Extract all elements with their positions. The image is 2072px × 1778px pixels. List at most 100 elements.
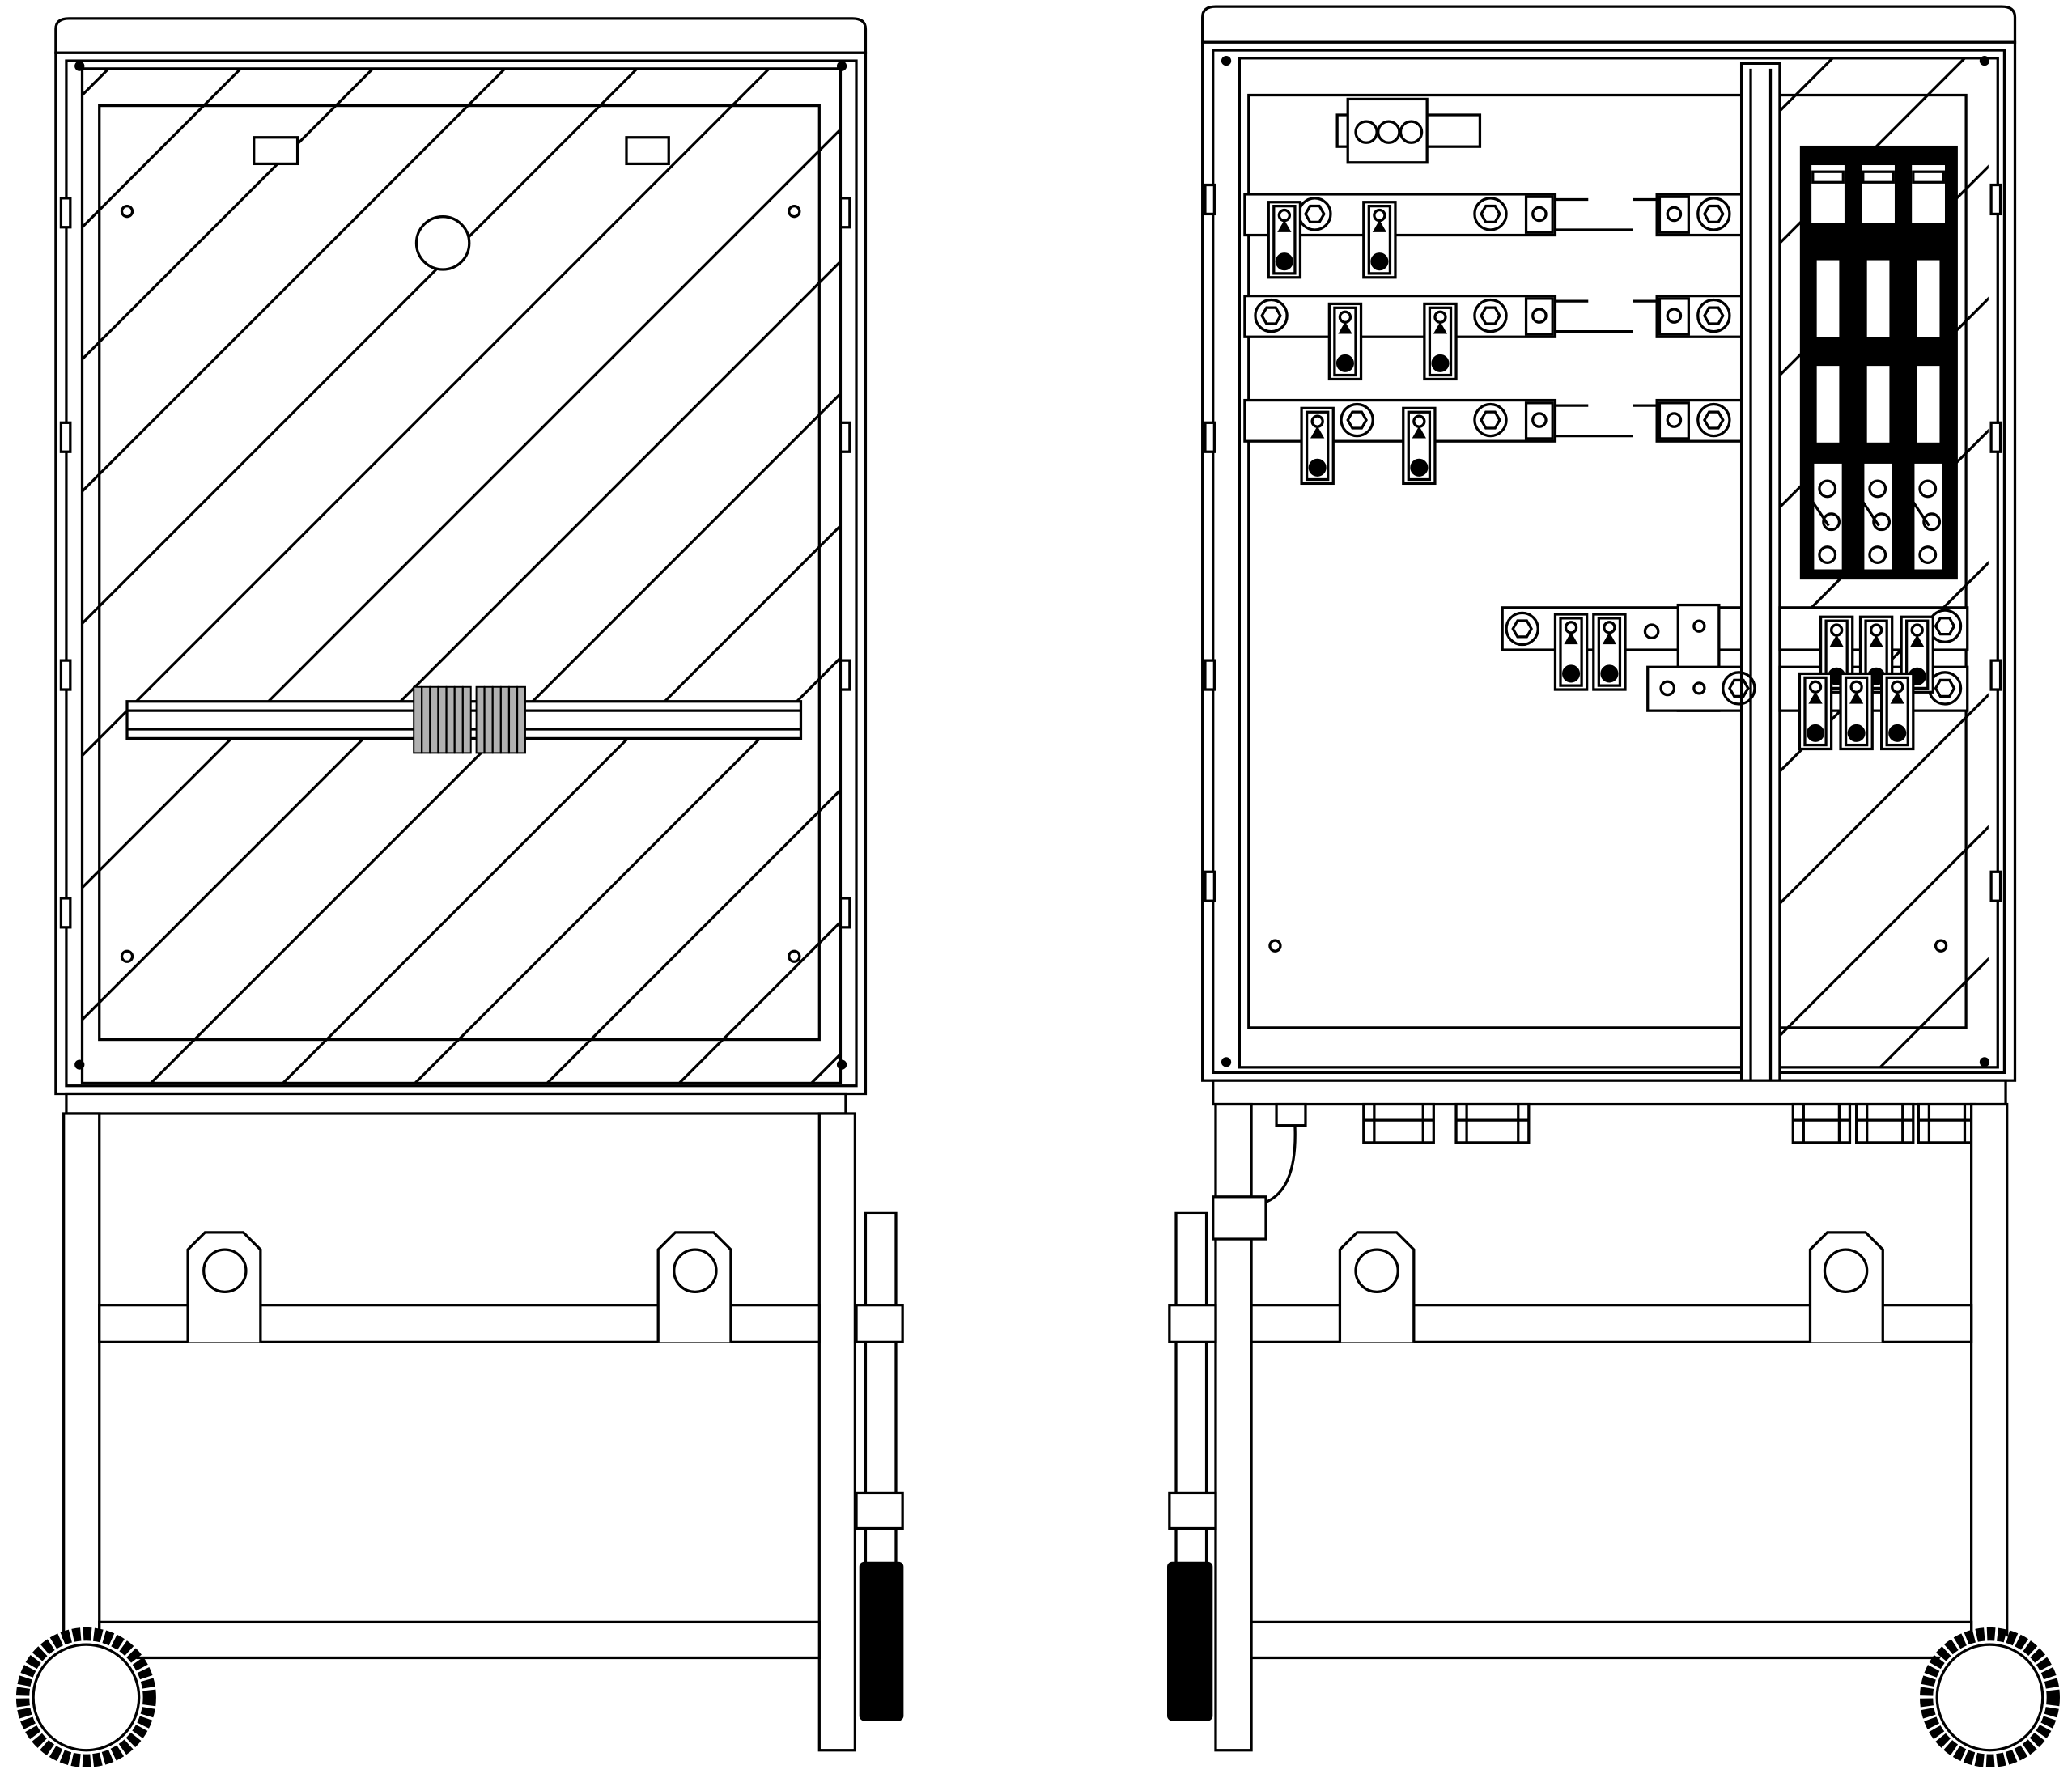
cable-gland	[1454, 1102, 1531, 1144]
tow-handle[interactable]	[1167, 1211, 1217, 1721]
left-glass-hatching	[82, 68, 841, 1084]
fuse-link	[1914, 257, 1942, 340]
lug-hole	[1531, 308, 1548, 324]
wheel	[1919, 1627, 2060, 1767]
busbar-clamp	[1423, 302, 1458, 381]
hinge-notch	[59, 197, 72, 229]
lug-hole	[1666, 206, 1683, 223]
gland-body	[1791, 1102, 1852, 1144]
gland-body	[1917, 1102, 1977, 1144]
fuse-top	[1811, 170, 1845, 184]
hatch-line	[82, 127, 841, 890]
terminal-block	[499, 685, 510, 754]
clamp-wedge	[1869, 634, 1883, 647]
left-door	[80, 67, 843, 1085]
hinge-notch	[839, 197, 851, 229]
left-cabinet-front-view	[15, 17, 904, 1767]
left-enclosure	[54, 51, 868, 1096]
terminal-block	[453, 685, 464, 754]
hatch-line	[82, 68, 506, 494]
fuse-link	[1814, 257, 1842, 340]
terminal-block	[445, 685, 456, 754]
hatch-line	[282, 524, 841, 1084]
lug-hole	[1531, 206, 1548, 223]
washer	[1473, 402, 1508, 438]
clamp-bolt	[1847, 724, 1866, 742]
busbar	[1243, 294, 1557, 338]
handle-grip[interactable]	[859, 1561, 904, 1721]
fuse-switch-disconnectors	[1799, 145, 1958, 580]
washer	[1696, 402, 1731, 438]
busbar-clamp	[1300, 406, 1335, 486]
nut	[1934, 678, 1956, 698]
hatch-line	[1779, 825, 1989, 1038]
terminal-screw	[1868, 545, 1887, 564]
right-mounting-plate	[1247, 93, 1968, 1029]
terminal-screw	[1872, 512, 1892, 532]
clamp-bolt	[1888, 724, 1907, 742]
screw-hole	[1934, 939, 1948, 953]
hex-nut	[1473, 298, 1508, 333]
right-enclosure-inner	[1212, 49, 2006, 1075]
nut	[1346, 410, 1368, 430]
clamp-inner	[1844, 676, 1869, 747]
tow-handle[interactable]	[855, 1211, 904, 1721]
busbar-clamp	[1880, 672, 1915, 751]
clamp-wedge	[1849, 691, 1864, 704]
terminal-block	[508, 685, 518, 754]
busbar-clamp	[1553, 613, 1589, 691]
clamp-inner	[1824, 619, 1849, 690]
lifting-lug	[656, 1231, 732, 1343]
terminal-block	[437, 685, 448, 754]
terminal-screw	[1922, 512, 1942, 532]
lug-hole	[1666, 308, 1683, 324]
fuse-diagonal	[1811, 501, 1830, 527]
clamp-inner	[1333, 306, 1357, 377]
lifting-lug	[1338, 1231, 1416, 1343]
hex-nut	[1696, 197, 1731, 231]
nut	[1934, 617, 1956, 636]
nut	[1703, 204, 1725, 224]
clamp-bolt	[1275, 252, 1293, 271]
clamp-wedge	[1564, 632, 1578, 645]
busbar-clamp	[1798, 672, 1833, 751]
phase-busbar	[1243, 398, 1743, 486]
clamp-inner	[1305, 410, 1330, 482]
busbar-hole	[1659, 680, 1676, 697]
hinge-notch	[1989, 183, 2002, 216]
lug-hole	[1666, 412, 1683, 428]
corner-screw	[74, 1059, 85, 1070]
hinge-notch	[1204, 183, 1216, 216]
hinge-notch	[59, 897, 72, 929]
clamp-wedge	[1602, 632, 1617, 645]
busbar-clamp	[1402, 406, 1437, 486]
right-hinge-notches	[1204, 183, 2002, 902]
fuse-top	[1912, 170, 1945, 184]
busbar-clamp	[1592, 613, 1627, 691]
handle-grip[interactable]	[1167, 1561, 1213, 1721]
clamp-inner	[1559, 617, 1583, 687]
cable-gland	[1917, 1102, 1977, 1144]
nut	[1703, 410, 1725, 430]
gland-body	[1854, 1102, 1915, 1144]
hex-nut	[1696, 298, 1731, 333]
hex-nut	[1722, 671, 1756, 706]
left-roof	[54, 17, 868, 54]
screw-hole	[788, 204, 801, 219]
hex-nut	[1254, 298, 1289, 333]
hatch-line	[1779, 693, 1989, 906]
clamp-bolt	[1807, 724, 1825, 742]
clamp-wedge	[1372, 219, 1387, 232]
left-hinge-notches	[59, 197, 851, 929]
washer	[1505, 611, 1539, 647]
lifting-lug	[186, 1231, 262, 1343]
clamp-wedge	[1910, 634, 1925, 647]
washer	[1254, 298, 1289, 333]
hinge-notch	[59, 659, 72, 691]
fuse-switch	[1858, 162, 1898, 572]
washer	[1340, 402, 1374, 438]
din-terminal-blocks	[413, 685, 526, 754]
open-door-edge[interactable]	[1739, 62, 1781, 1098]
busbar-hole	[1692, 681, 1706, 695]
